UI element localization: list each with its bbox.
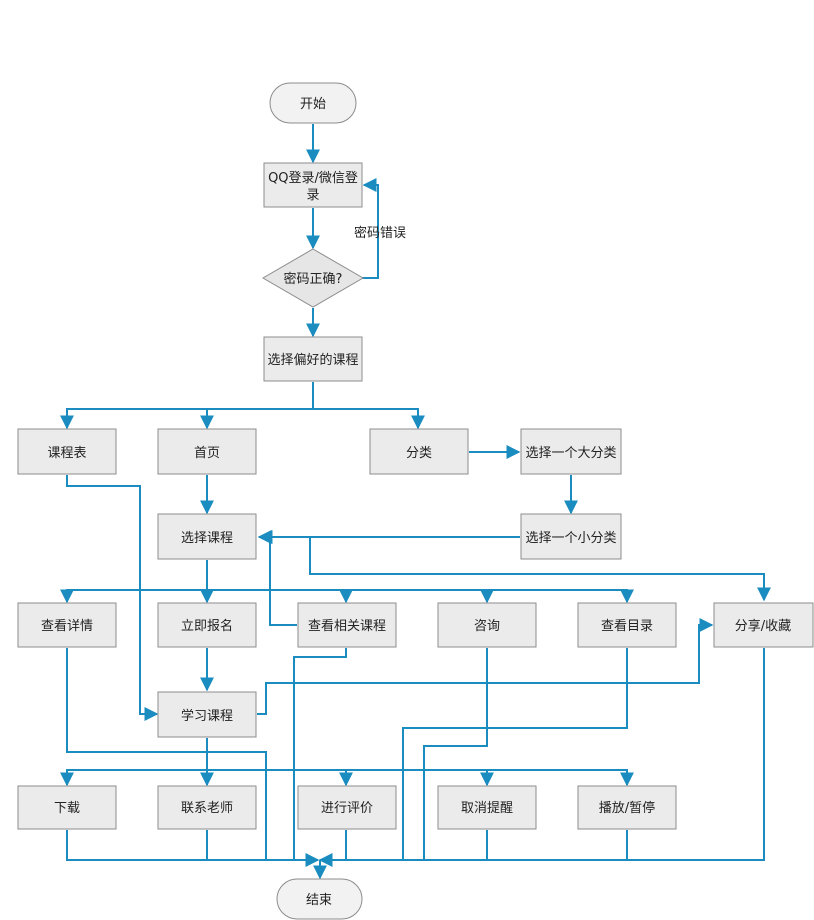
cancel-reminder-label: 取消提醒 [461,800,513,816]
choose-pref-label: 选择偏好的课程 [267,352,358,368]
edge-study-share [257,618,714,715]
edge-choose-consult [346,589,494,604]
view-detail-label: 查看详情 [41,618,93,634]
edge-consult-end [423,648,488,860]
view-detail-box: 查看详情 [17,602,117,648]
schedule-box: 课程表 [17,428,117,475]
play-pause-box: 播放/暂停 [577,785,677,830]
contact-teacher-box: 联系老师 [157,785,257,830]
edge-choose-split [60,560,208,604]
start-terminal: 开始 [269,82,357,124]
choose-course-box: 选择课程 [157,513,257,560]
edge-check-login-retry [362,178,379,279]
play-pause-label: 播放/暂停 [599,800,655,816]
edge-schedule-study [66,475,159,721]
edge-related-end [293,648,347,860]
edge-related-choose [258,530,297,626]
study-box: 学习课程 [157,691,257,738]
login-label-line1: QQ登录/微信登 [268,171,358,186]
enroll-label: 立即报名 [181,618,233,634]
edge-study-split [60,738,208,787]
category-box: 分类 [369,428,469,475]
password-decision: 密码正确? [262,248,364,308]
edge-catalog-end [402,648,628,860]
choose-pref-box: 选择偏好的课程 [263,336,363,382]
edge-study-cancel [346,769,494,787]
download-box: 下载 [17,785,117,830]
choose-big-box: 选择一个大分类 [520,428,622,475]
login-box: QQ登录/微信登 录 [263,162,363,208]
end-label: 结束 [306,893,332,908]
connectors [60,124,771,880]
cancel-reminder-box: 取消提醒 [437,785,537,830]
review-label: 进行评价 [321,801,373,816]
share-collect-label: 分享/收藏 [735,618,791,634]
edge-choose-related [207,589,353,604]
choose-small-box: 选择一个小分类 [520,513,622,560]
password-check-label: 密码正确? [284,271,343,287]
schedule-label: 课程表 [47,446,86,461]
end-terminal: 结束 [276,878,363,920]
view-catalog-label: 查看目录 [601,618,653,634]
view-related-box: 查看相关课程 [297,602,397,648]
consult-label: 咨询 [474,619,500,634]
choose-small-label: 选择一个小分类 [525,531,616,546]
wrong-password-label: 密码错误 [354,225,406,241]
contact-teacher-label: 联系老师 [181,801,233,816]
login-label-line2: 录 [306,188,319,203]
edge-pref-category [313,408,425,430]
enroll-box: 立即报名 [157,602,257,648]
review-box: 进行评价 [297,785,397,830]
edge-choose-catalog [487,589,634,604]
choose-course-label: 选择课程 [181,531,233,546]
view-catalog-box: 查看目录 [577,602,677,648]
edge-study-review [207,769,353,787]
start-label: 开始 [300,97,326,112]
choose-big-label: 选择一个大分类 [525,446,616,461]
edge-pref-split [60,382,314,430]
home-label: 首页 [194,446,220,461]
study-label: 学习课程 [181,708,233,724]
share-collect-box: 分享/收藏 [713,602,814,648]
home-box: 首页 [157,428,257,475]
edge-download-end [66,830,318,861]
consult-box: 咨询 [437,602,537,648]
edge-study-play [487,769,634,787]
view-related-label: 查看相关课程 [308,618,386,634]
edge-share-end [318,648,765,867]
edge-small-share [309,537,771,602]
category-label: 分类 [406,446,432,461]
download-label: 下载 [54,801,80,816]
